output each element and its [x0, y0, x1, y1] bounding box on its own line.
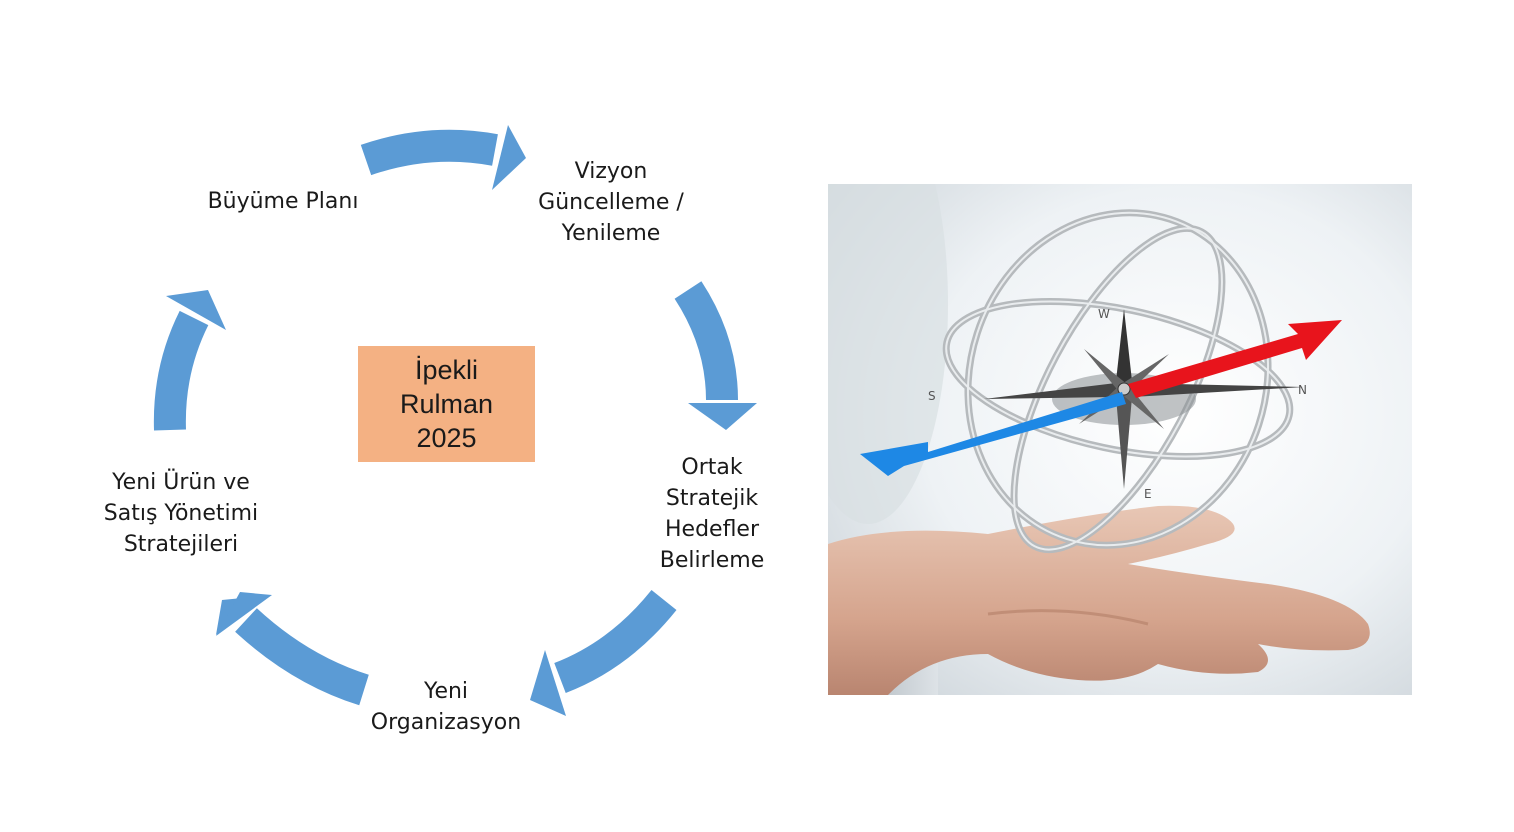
node-vision-line-3: Yenileme	[561, 221, 661, 246]
cycle-arrow-right	[674, 281, 757, 430]
node-product-sales: Yeni Ürün ve Satış Yönetimi Stratejileri	[86, 467, 276, 560]
compass-hand-illustration: W N S E	[828, 184, 1412, 695]
compass-hand-image: W N S E	[828, 184, 1412, 695]
center-line-2: Rulman	[399, 389, 494, 419]
node-goals-line-4: Belirleme	[659, 548, 765, 573]
compass-letter-e: E	[1144, 487, 1152, 501]
cycle-arrow-bottom-left	[216, 592, 369, 706]
node-vision: Vizyon Güncelleme / Yenileme	[520, 156, 702, 249]
node-organization-line-1: Yeni	[423, 679, 469, 704]
node-product-sales-line-3: Stratejileri	[123, 532, 239, 557]
cycle-arrows	[153, 125, 757, 716]
node-organization: Yeni Organizasyon	[360, 676, 532, 738]
node-growth: Büyüme Planı	[196, 186, 370, 217]
compass-letter-w: W	[1098, 307, 1110, 321]
node-organization-line-2: Organizasyon	[370, 710, 522, 735]
node-growth-line-1: Büyüme Planı	[207, 189, 359, 214]
node-goals-line-1: Ortak	[681, 455, 743, 480]
cycle-arrow-top	[360, 125, 526, 190]
node-goals-line-2: Stratejik	[665, 486, 759, 511]
cycle-arrow-lower-right	[530, 589, 677, 716]
node-product-sales-line-2: Satış Yönetimi	[103, 501, 259, 526]
node-goals: Ortak Stratejik Hedefler Belirleme	[642, 452, 782, 576]
center-line-1: İpekli	[414, 355, 479, 385]
cycle-arrow-left	[153, 290, 226, 431]
node-vision-line-2: Güncelleme /	[538, 190, 684, 215]
node-goals-line-3: Hedefler	[664, 517, 759, 542]
node-vision-line-1: Vizyon	[574, 159, 648, 184]
compass-letter-n: N	[1298, 383, 1307, 397]
compass-letter-s: S	[928, 389, 936, 403]
center-line-3: 2025	[416, 423, 477, 453]
center-box: İpekli Rulman 2025	[358, 346, 535, 462]
node-product-sales-line-1: Yeni Ürün ve	[112, 470, 250, 495]
